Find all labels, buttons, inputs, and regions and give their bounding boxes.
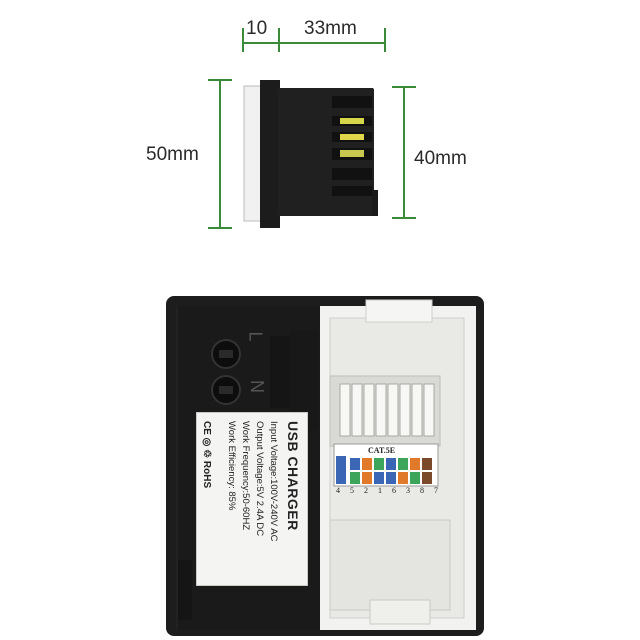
usb-label-output-voltage: Output Voltage:5V 2.4A DC <box>254 421 265 537</box>
usb-charger-label: USB CHARGER Input Voltage:100V-240V AC O… <box>196 412 308 586</box>
usb-label-title: USB CHARGER <box>285 421 301 531</box>
dimension-label-outer-height: 50mm <box>146 144 199 165</box>
dimension-lines <box>208 28 416 229</box>
usb-label-work-frequency: Work Frequency:50-60HZ <box>240 421 251 531</box>
certification-marks: CE ◎ ♲ RoHS <box>201 421 212 489</box>
terminal-label-l: L <box>245 331 266 342</box>
rj45-category-label: CAT.5E <box>368 446 396 455</box>
terminal-label-n: N <box>247 380 267 393</box>
rj45-pin-numbers: 4 5 2 1 6 3 8 7 <box>336 486 442 495</box>
dimension-label-back-depth: 33mm <box>304 18 357 39</box>
dimension-label-front-depth: 10 <box>246 18 268 39</box>
dimension-label-inner-height: 40mm <box>414 148 467 169</box>
side-view-module <box>243 80 378 228</box>
usb-label-work-efficiency: Work Efficiency: 85% <box>226 421 237 511</box>
usb-label-input-voltage: Input Voltage:100V-240V AC <box>268 421 279 542</box>
